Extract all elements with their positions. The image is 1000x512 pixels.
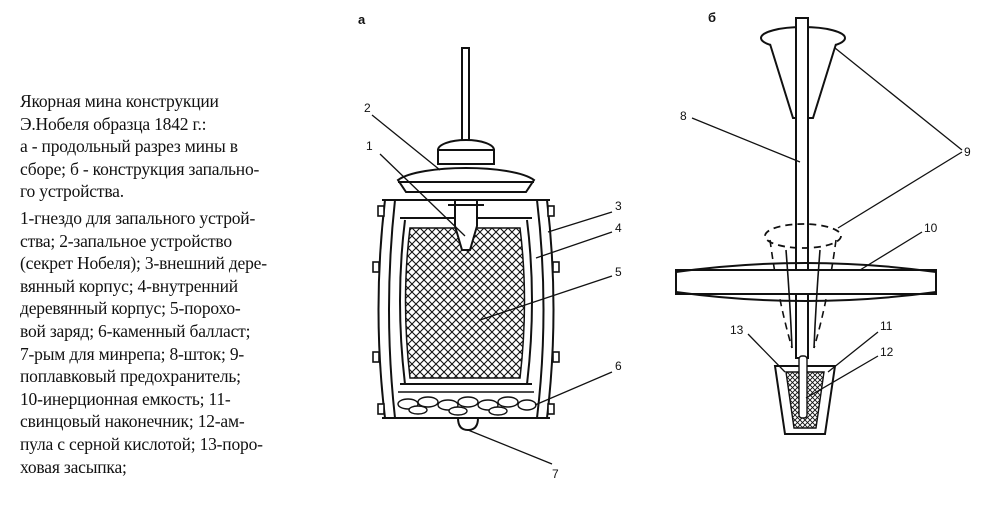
leader-lines (371, 47, 963, 465)
float-dashed-left (769, 239, 793, 349)
outer-body-right (546, 199, 555, 419)
stem (795, 17, 809, 359)
callout-10: 10 (924, 221, 938, 235)
callout-3: 3 (615, 199, 622, 213)
caption-line: 1-гнездо для запального устрой- (20, 207, 256, 228)
outer-body-right-inner (536, 199, 545, 419)
cap-body (437, 149, 495, 165)
float-dashed-right (813, 239, 837, 349)
vessel-top-curve (675, 262, 937, 273)
float-dashed (764, 223, 842, 249)
caption-line: свинцовый наконечник; 12-ам- (20, 411, 245, 432)
firing-device-plate (396, 167, 536, 193)
acid-ampoule (798, 355, 808, 419)
outer-body-left (377, 199, 386, 419)
caption-line: 10-инерционная емкость; 11- (20, 388, 231, 409)
inner-body-left (399, 219, 406, 385)
caption-line: ховая засыпка; (20, 456, 127, 477)
vessel-bottom-curve (675, 291, 937, 302)
caption-line: деревянный корпус; 5-порохо- (20, 298, 241, 319)
caption-line: а - продольный разрез мины в (20, 136, 238, 157)
figure-a-mark: а (358, 12, 366, 27)
caption-line: пула с серной кислотой; 13-поро- (20, 433, 263, 454)
caption-line: вянный корпус; 4-внутренний (20, 275, 238, 296)
figure-a-section (372, 47, 560, 432)
callout-4: 4 (615, 221, 622, 235)
caption-line: (секрет Нобеля); 3-внешний дере- (20, 253, 267, 274)
callout-8: 8 (680, 109, 687, 123)
callout-1: 1 (366, 139, 373, 153)
caption-line: ства; 2-запальное устройство (20, 230, 232, 251)
mooring-ring (457, 417, 479, 432)
powder-charge (404, 227, 526, 379)
callout-2: 2 (364, 101, 371, 115)
inertial-vessel (675, 269, 937, 295)
caption-line: вой заряд; 6-каменный балласт; (20, 320, 251, 341)
caption-line: поплавковый предохранитель; (20, 366, 241, 387)
callout-6: 6 (615, 359, 622, 373)
callout-11: 11 (880, 319, 893, 333)
outer-body-left-inner (388, 199, 396, 419)
caption-line: 7-рым для минрепа; 8-шток; 9- (20, 343, 245, 364)
callout-9: 9 (964, 145, 971, 159)
caption-line: Э.Нобеля образца 1842 г.: (20, 113, 207, 134)
callout-5: 5 (615, 265, 622, 279)
figure-b-device (675, 17, 937, 435)
caption-line: Якорная мина конструкции (20, 91, 219, 111)
stone-ballast (397, 396, 537, 416)
callout-7: 7 (552, 467, 559, 481)
caption-line: го устройства. (20, 181, 124, 202)
vessel-neck (785, 249, 821, 349)
inner-body-right (526, 219, 533, 385)
top-rod (461, 47, 470, 144)
caption: Якорная мина конструкции Э.Нобеля образц… (20, 90, 350, 478)
figure-b-mark: б (708, 10, 716, 25)
callout-13: 13 (730, 323, 744, 337)
caption-line: сборе; б - конструкция запально- (20, 158, 260, 179)
callout-12: 12 (880, 345, 894, 359)
